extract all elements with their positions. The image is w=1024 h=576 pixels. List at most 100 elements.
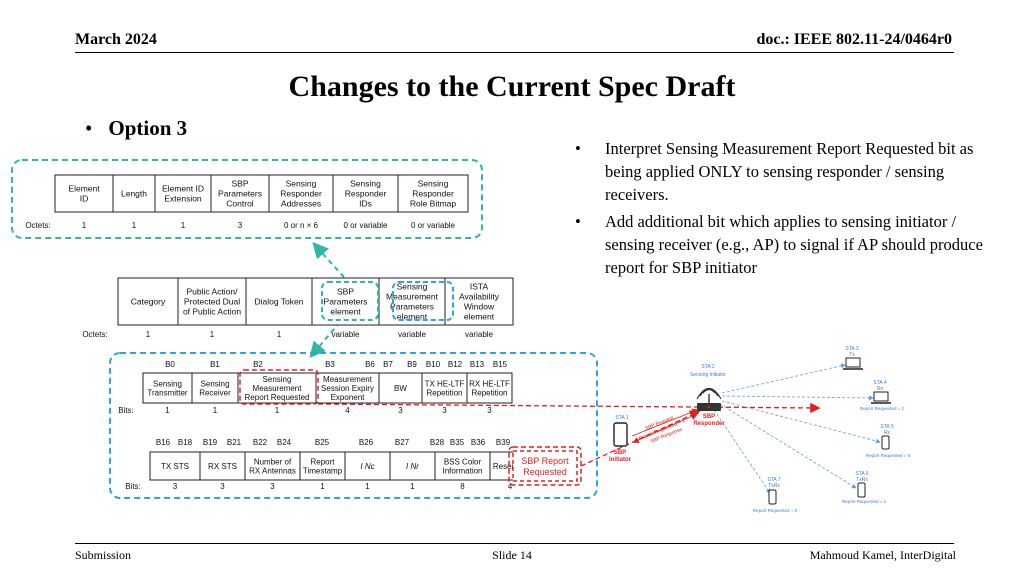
link-sta4 — [721, 395, 874, 401]
control-row1-field-label: TX HE-LTF — [425, 379, 465, 388]
control-row1-field-label: Receiver — [199, 388, 231, 397]
control-row2-field-box — [344, 451, 391, 481]
sbp-response-arrow — [632, 413, 698, 443]
sbp-field-label: SBP — [231, 178, 248, 188]
bit-position-label: B21 — [227, 438, 242, 447]
sbp-field-label: Addresses — [281, 198, 321, 208]
header-doc-id: doc.: IEEE 802.11-24/0464r0 — [756, 31, 952, 48]
frame-field-label: SBP — [337, 286, 354, 296]
sbp-field-box — [54, 174, 114, 213]
phone-icon — [857, 482, 866, 498]
control-row2-field-label: RX STS — [208, 462, 237, 471]
header-divider — [75, 52, 954, 53]
frame-field-label: element — [397, 311, 428, 321]
control-row1-bit-count: 3 — [487, 406, 492, 415]
control-row2-field-label: TX STS — [161, 462, 189, 471]
bit-position-label: B0 — [165, 360, 175, 369]
link-sta5 — [721, 400, 881, 444]
sbp-octet-value: 0 or variable — [411, 221, 456, 230]
control-row1-field-box — [142, 372, 193, 404]
control-row2-field-label: Number of — [254, 457, 292, 466]
phone-icon — [768, 489, 777, 505]
sbp-field-label: Parameters — [218, 188, 262, 198]
link-sta7 — [713, 409, 771, 494]
frame-field-box — [117, 277, 179, 326]
frame-field-label: Protected Dual — [184, 296, 240, 306]
sbp-field-label: Element ID — [162, 183, 204, 193]
sbp-octet-value: 1 — [82, 221, 87, 230]
sta6-role: TxRx — [856, 477, 868, 483]
control-field-group — [109, 352, 598, 499]
control-row1-bit-count: 3 — [442, 406, 447, 415]
sta5-label: STA 5 — [880, 424, 893, 430]
bit-position-label: B3 — [325, 360, 335, 369]
control-row1-field-label: Repetition — [426, 388, 462, 397]
sta1-label: STA 1 — [615, 415, 628, 421]
control-row1-field-label: Transmitter — [147, 388, 187, 397]
control-row1-fields: SensingTransmitterSensingReceiverSensing… — [142, 372, 513, 404]
footer-slide-number: Slide 14 — [492, 548, 532, 562]
bit-position-label: B28 — [430, 438, 445, 447]
network-diagram: STA 2 Sensing Initiator STA 3 Tx STA 4 R… — [609, 346, 911, 513]
initiator-role: Initiator — [609, 457, 632, 463]
bit-position-label: B27 — [395, 438, 410, 447]
control-row2-field-label: Report — [310, 457, 335, 466]
sbp-field-label: Responder — [412, 188, 454, 198]
phone-icon — [613, 422, 628, 447]
control-row1-field-label: Sensing — [201, 379, 230, 388]
ap-role: Responder — [693, 421, 725, 427]
frame-octet-value: variable — [331, 330, 360, 339]
initiator-label: SBP — [614, 450, 626, 456]
bullet-list: •Interpret Sensing Measurement Report Re… — [575, 137, 985, 283]
sbp-octet-value: 0 or n × 6 — [284, 221, 319, 230]
bullet-dot: • — [575, 139, 581, 158]
bit-position-label: B13 — [470, 360, 485, 369]
control-row1-field-label: Measurement — [253, 384, 303, 393]
sbp-request-arrow — [631, 408, 699, 437]
frame-field-label: Category — [131, 296, 166, 306]
control-row1-field-label: Measurement — [323, 375, 373, 384]
sbp-field-label: Element — [68, 183, 100, 193]
sbp-field-box — [112, 174, 156, 213]
control-row1-field-box — [315, 372, 380, 404]
control-row2-bit-count: 3 — [220, 482, 225, 491]
option-label: Option 3 — [108, 116, 188, 140]
bit-position-label: B22 — [253, 438, 268, 447]
sbp-field-box — [397, 174, 469, 213]
sbp-field-box — [332, 174, 399, 213]
sensing-params-highlight — [392, 281, 454, 321]
bit-position-label: B12 — [448, 360, 463, 369]
control-row1-bit-count: 4 — [345, 406, 350, 415]
control-row2-field-label: Timestamp — [303, 466, 343, 475]
frame-field-label: Parameters — [324, 296, 368, 306]
laptop-icon — [871, 391, 891, 404]
sbp-field-label: ID — [80, 193, 89, 203]
control-row2-bit-count: 1 — [320, 482, 325, 491]
bit-position-label: B25 — [315, 438, 330, 447]
phone-icon — [881, 435, 890, 450]
sbp-field-label: Sensing — [350, 178, 381, 188]
frame-field-box — [177, 277, 247, 326]
sta7-label: STA 7 — [767, 477, 780, 483]
control-row2-field-box — [149, 451, 201, 481]
header-date: March 2024 — [75, 31, 157, 48]
control-row1-field-box — [421, 372, 468, 404]
frame-field-label: Public Action/ — [186, 286, 238, 296]
bit-position-label: B1 — [210, 360, 220, 369]
bit-position-label: B15 — [493, 360, 508, 369]
frame-field-label: Measurement — [386, 291, 439, 301]
sta5-role: Rx — [884, 430, 891, 436]
sta2-role: Sensing Initiator — [690, 372, 726, 378]
sbp-field-box — [268, 174, 334, 213]
sbp-report-requested-field — [512, 450, 578, 482]
frame-field-label: element — [330, 306, 361, 316]
bit-position-label: B35 — [450, 438, 465, 447]
sta7-report: Report Requested = 0 — [753, 508, 798, 513]
sbp-report-requested-label: Requested — [523, 467, 567, 477]
bit-position-label: B36 — [471, 438, 486, 447]
sbp-field-label: Sensing — [418, 178, 449, 188]
